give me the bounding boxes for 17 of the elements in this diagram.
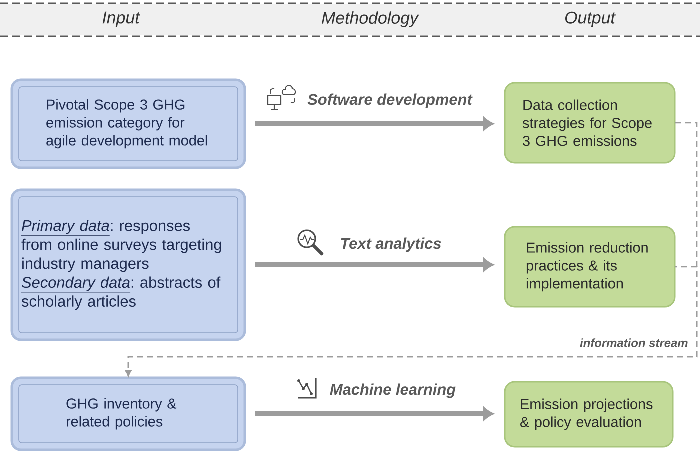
column-header: Output — [566, 12, 616, 28]
arrow — [255, 258, 494, 272]
column-header: Methodology — [322, 12, 420, 28]
column-header: Input — [102, 12, 140, 28]
output-box: Emission projections & policy evaluation — [504, 381, 674, 448]
output-box: Data collection strategies for Scope 3 GHG emissions — [504, 82, 676, 164]
dashed-arrow — [125, 266, 698, 377]
input-box: Primary data: responses from online surveys targeting industry managers Secondary data: abstracts of scholarly articles — [10, 188, 246, 342]
input-box: Pivotal Scope 3 GHG emission category for agile development model — [10, 78, 246, 170]
edge-label: information stream — [578, 337, 690, 349]
edge-label: Software development — [306, 92, 474, 110]
output-box: Emission reduction practices & its implementation — [504, 226, 676, 308]
edge-label: Machine learning — [328, 382, 458, 400]
arrow — [255, 117, 494, 131]
edge-label: Text analytics — [338, 236, 444, 254]
input-box: GHG inventory & related policies — [10, 376, 246, 452]
arrow — [255, 407, 494, 421]
